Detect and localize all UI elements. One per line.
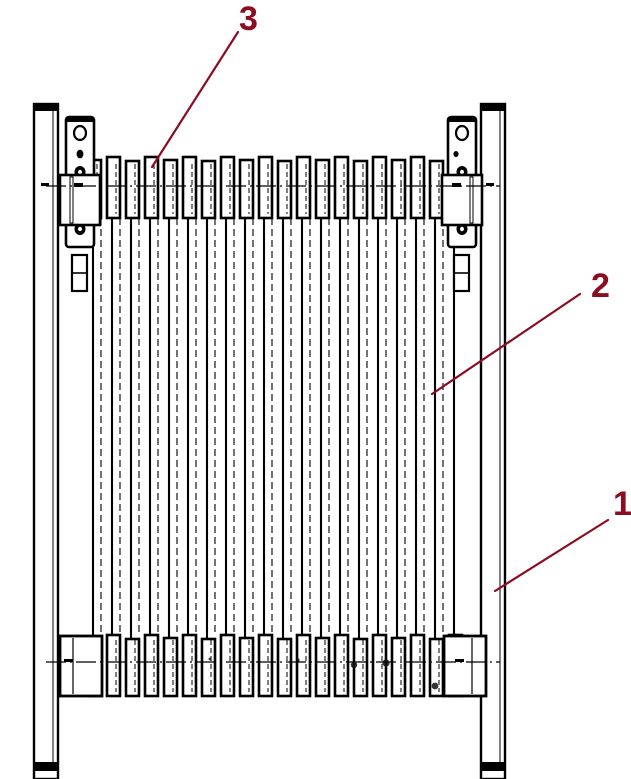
leader-line-1 [493,518,610,593]
lower-right-bracket [442,634,488,698]
center-line-group [46,185,500,663]
lower-left-bracket [58,634,104,698]
print-artifacts [208,657,439,690]
leader-line-3 [150,30,240,169]
upper-fin-tab-group [86,155,464,220]
callout-leader-lines [150,30,610,593]
left-side-rail [32,102,60,779]
upper-left-bracket [58,115,102,293]
callout-label-2: 2 [591,267,610,305]
upper-right-bracket [440,115,484,293]
callout-label-3: 3 [239,0,258,38]
leader-line-2 [430,292,582,396]
fin-blade-group [91,214,456,640]
lower-fin-tab-group [86,633,464,698]
callout-label-1: 1 [613,485,631,523]
